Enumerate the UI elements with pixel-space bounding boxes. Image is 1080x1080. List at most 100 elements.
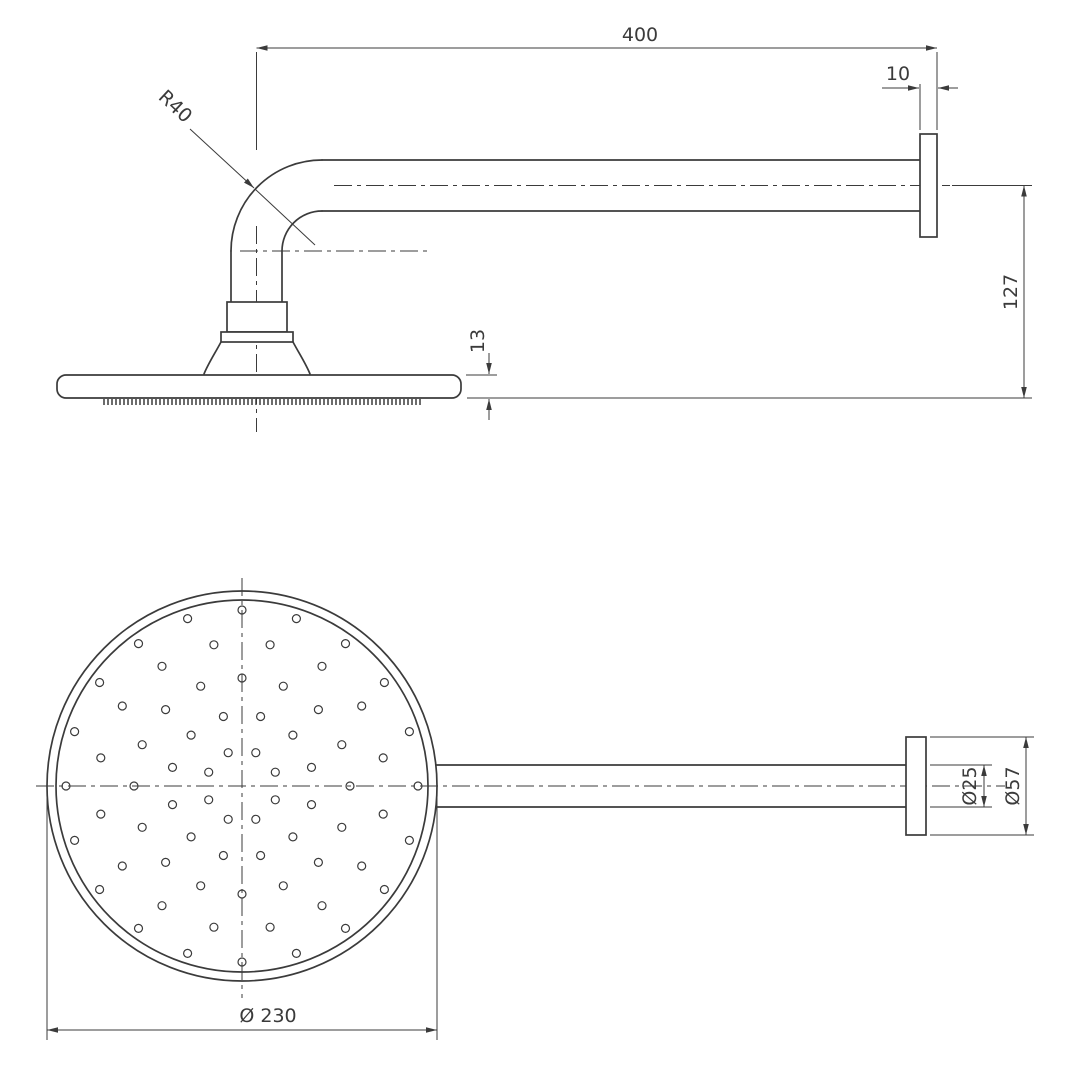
head-connector-side — [203, 301, 311, 375]
spray-hole — [313, 704, 323, 715]
spray-hole — [288, 730, 298, 740]
spray-hole — [291, 613, 301, 624]
spray-hole — [378, 809, 388, 819]
dim-flange-diameter: Ø57 — [930, 736, 1034, 836]
spray-hole — [117, 861, 127, 871]
spray-hole — [137, 822, 147, 832]
spray-hole — [186, 730, 196, 740]
spray-hole — [313, 857, 323, 868]
spray-hole — [291, 948, 301, 959]
shower-head-side — [56, 374, 462, 399]
dim-bend-radius-label: R40 — [154, 86, 196, 128]
spray-hole — [137, 740, 147, 750]
spray-hole — [161, 704, 171, 715]
spray-hole — [357, 861, 367, 871]
spray-hole — [256, 850, 266, 861]
spray-hole — [218, 711, 228, 722]
shower-arm-side — [230, 159, 921, 303]
leader-line-extension — [254, 188, 316, 246]
cone-right-line — [292, 341, 311, 375]
spray-hole — [183, 613, 193, 624]
spray-hole — [337, 822, 347, 832]
spray-hole — [61, 781, 71, 791]
dim-flange-diameter-label: Ø57 — [1002, 766, 1024, 805]
spray-hole — [306, 762, 317, 773]
spray-hole — [265, 640, 275, 650]
coupling-nut — [226, 301, 288, 333]
dim-head-thickness-label: 13 — [467, 329, 489, 353]
spray-hole — [270, 767, 280, 777]
connector-collar — [220, 331, 294, 343]
wall-flange-side — [919, 133, 938, 238]
spray-hole — [278, 681, 288, 691]
spray-hole — [404, 726, 414, 737]
side-view: 400 10 R40 13 127 — [56, 24, 1032, 432]
dim-arm-length: 400 — [256, 24, 938, 150]
spray-hole — [69, 835, 80, 846]
leader-line — [189, 128, 255, 189]
bend-outer-arc — [230, 159, 323, 252]
spray-hole — [251, 748, 261, 758]
spray-hole — [288, 832, 298, 842]
spray-hole — [186, 832, 196, 842]
dim-arm-length-label: 400 — [622, 24, 658, 46]
spray-hole — [404, 835, 414, 846]
spray-hole — [379, 884, 389, 895]
spray-hole — [167, 799, 178, 810]
dim-drop-height: 127 — [467, 185, 1032, 399]
spray-hole — [223, 814, 233, 824]
spray-hole — [204, 795, 214, 805]
spray-hole — [196, 681, 206, 691]
head-outer-circle — [46, 590, 438, 982]
dim-flange-thickness-label: 10 — [886, 63, 910, 85]
spray-hole — [117, 701, 127, 711]
spray-hole — [94, 884, 105, 895]
dim-arm-diameter: Ø25 — [930, 764, 992, 808]
cone-left-line — [203, 341, 222, 375]
dim-head-diameter: Ø 230 — [46, 796, 438, 1040]
spray-hole — [251, 814, 261, 824]
nozzle-tick-strip — [103, 399, 421, 405]
dim-flange-thickness: 10 — [882, 63, 958, 130]
dim-head-thickness: 13 — [466, 329, 497, 420]
plan-view: Ø25 Ø57 Ø 230 — [36, 578, 1034, 1040]
spray-hole — [69, 726, 80, 737]
spray-hole — [196, 881, 206, 891]
spray-hole — [183, 948, 193, 959]
shower-arm-plan — [435, 736, 927, 836]
spray-hole — [306, 799, 317, 810]
spray-hole — [270, 795, 280, 805]
spray-hole-pattern — [61, 605, 423, 967]
spray-hole — [340, 923, 351, 934]
spray-hole — [204, 767, 214, 777]
spray-hole — [167, 762, 178, 773]
spray-hole — [161, 857, 171, 868]
spray-hole — [237, 605, 247, 615]
spray-hole — [317, 901, 327, 911]
spray-hole — [340, 638, 351, 649]
spray-hole — [218, 850, 228, 861]
spray-hole — [379, 677, 389, 688]
spray-hole — [413, 781, 423, 791]
bend-inner-arc — [281, 210, 323, 252]
spray-hole — [237, 673, 247, 683]
spray-hole — [256, 711, 266, 722]
spray-hole — [223, 748, 233, 758]
spray-hole — [209, 640, 219, 650]
spray-hole — [157, 901, 167, 911]
spray-hole — [157, 661, 167, 671]
wall-flange-plan — [905, 736, 927, 836]
spray-hole — [129, 781, 139, 791]
spray-hole — [133, 923, 144, 934]
spray-hole — [278, 881, 288, 891]
dim-head-diameter-label: Ø 230 — [239, 1005, 296, 1027]
dim-drop-height-label: 127 — [1000, 274, 1022, 310]
spray-hole — [237, 957, 247, 967]
spray-hole — [209, 922, 219, 932]
spray-hole — [345, 781, 355, 791]
spray-hole — [357, 701, 367, 711]
spray-hole — [96, 753, 106, 763]
spray-hole — [265, 922, 275, 932]
